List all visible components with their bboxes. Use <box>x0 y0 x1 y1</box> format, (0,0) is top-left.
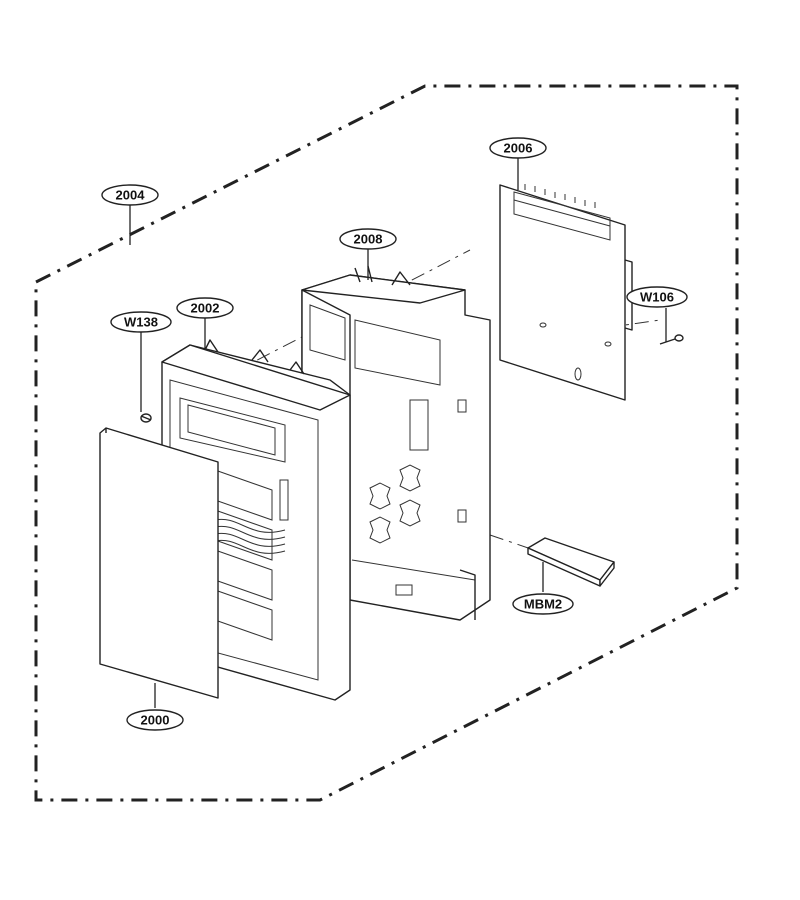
callout-2002-label: 2002 <box>191 301 220 316</box>
axis-line-mbm <box>489 534 541 553</box>
callout-2004-label: 2004 <box>116 188 146 203</box>
callout-2000: 2000 <box>126 709 184 731</box>
mbm-part <box>527 537 615 587</box>
screw-w106 <box>659 334 684 345</box>
axis-line-upper <box>179 249 471 401</box>
callout-2002: 2002 <box>176 297 234 319</box>
film-part <box>99 427 219 699</box>
callout-mbm2: MBM2 <box>512 593 574 615</box>
callout-w106: W106 <box>626 286 688 308</box>
callout-2006-label: 2006 <box>504 141 533 156</box>
assembly-boundary <box>34 84 739 802</box>
callout-w138-label: W138 <box>124 315 158 330</box>
callout-2008-label: 2008 <box>354 232 383 247</box>
callout-2000-label: 2000 <box>141 713 170 728</box>
screw-w138 <box>140 413 152 423</box>
callout-w106-label: W106 <box>640 290 674 305</box>
callout-w138: W138 <box>110 311 172 333</box>
callout-2004: 2004 <box>101 184 159 206</box>
pcb-part <box>499 184 633 401</box>
callout-mbm2-label: MBM2 <box>524 597 562 612</box>
callout-2006: 2006 <box>489 137 547 159</box>
callout-2008: 2008 <box>339 228 397 250</box>
